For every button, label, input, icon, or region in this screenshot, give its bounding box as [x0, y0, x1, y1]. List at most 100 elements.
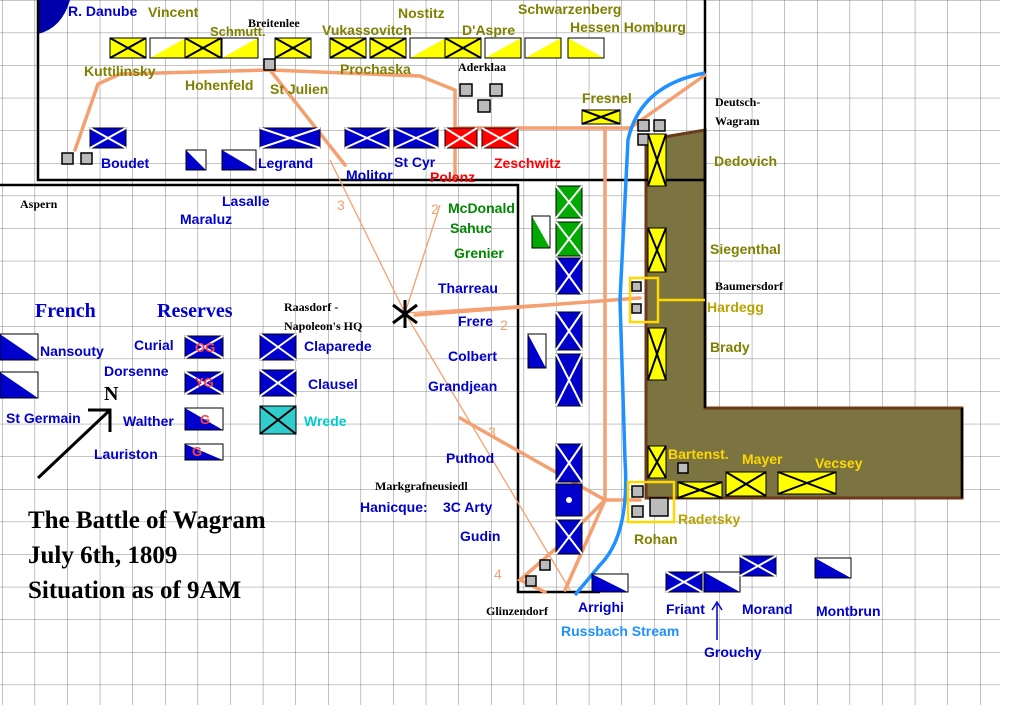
label-claparede: Claparede [304, 338, 372, 354]
napoleon-hq-marker [392, 300, 418, 328]
label-puthod: Puthod [446, 450, 494, 466]
label-hessen: Hessen Homburg [570, 19, 686, 35]
label-wrede: Wrede [304, 413, 347, 429]
corps-number-1: 3 [337, 197, 345, 213]
town-aspern: Aspern [20, 197, 58, 211]
french-unit-morand [739, 555, 777, 577]
label-brady: Brady [710, 339, 750, 355]
label-montbrun: Montbrun [816, 603, 881, 619]
label-frere: Frere [458, 313, 493, 329]
label-schwarzenberg: Schwarzenberg [518, 1, 621, 17]
french-unit-molitor-1 [344, 127, 390, 149]
map-title-line2: July 6th, 1809 [28, 542, 177, 569]
austrian-units [109, 37, 837, 499]
french-unit-nansouty-2 [0, 371, 39, 399]
guard-unit-walther [184, 407, 224, 431]
austrian-unit-top-1 [109, 37, 147, 59]
austrian-unit-fresnel [581, 109, 621, 125]
french-unit-arty [555, 483, 583, 517]
town-markgrafneusiedl: Markgrafneusiedl [375, 479, 468, 493]
label-nostitz: Nostitz [398, 5, 445, 21]
label-molitor: Molitor [346, 167, 393, 183]
french-unit-montbrun [814, 557, 852, 579]
french-unit-column-2 [555, 311, 583, 351]
french-units [0, 127, 852, 593]
corps-number-3: 2 [500, 317, 508, 333]
movement-lines [329, 159, 641, 591]
austrian-unit-mayer [725, 471, 767, 497]
label-gudin: Gudin [460, 528, 500, 544]
guard-unit-lauriston [184, 443, 224, 461]
label-arty: 3C Arty [443, 499, 492, 515]
corps-number-2: 2 [431, 201, 439, 217]
town-raasdorf-2: Napoleon's HQ [284, 319, 362, 333]
town-raasdorf-1: Raasdorf - [284, 300, 338, 314]
austrian-unit-top-3 [184, 37, 222, 59]
french-unit-friant-2 [703, 571, 741, 593]
label-arrighi: Arrighi [578, 599, 624, 615]
label-sahuc: Sahuc [450, 220, 492, 236]
austrian-unit-top-5 [274, 37, 312, 59]
label-clausel: Clausel [308, 376, 358, 392]
label-mcdonald: McDonald [448, 200, 515, 216]
baumersdorf-bracket [628, 276, 660, 324]
label-stjulien: St Julien [270, 81, 328, 97]
label-grenier: Grenier [454, 245, 504, 261]
austrian-unit-vecsey [777, 471, 837, 495]
label-tharreau: Tharreau [438, 280, 498, 296]
label-walther: Walther [123, 413, 174, 429]
label-friant: Friant [666, 601, 705, 617]
french-unit-claparede [259, 333, 297, 361]
french-unit-column-5 [555, 519, 583, 555]
austrian-unit-top-10 [484, 37, 522, 59]
label-polenz: Polenz [430, 169, 475, 185]
badge-g2: G [192, 444, 202, 459]
french-unit-legrand-1 [185, 149, 207, 171]
town-deutsch-wagram-2: Wagram [715, 114, 760, 128]
reserves-french: French [35, 300, 96, 322]
austrian-unit-top-8 [409, 37, 447, 59]
label-stgermain: St Germain [6, 410, 81, 426]
guard-unit-yg [184, 371, 224, 395]
label-radetsky: Radetsky [678, 511, 740, 527]
town-breitenlee: Breitenlee [248, 16, 300, 30]
reserves-reserves: Reserves [157, 300, 233, 322]
map-grid [0, 0, 1000, 705]
italy-unit-2 [531, 215, 551, 249]
label-vukassovitch: Vukassovitch [322, 22, 412, 38]
label-colbert: Colbert [448, 348, 497, 364]
french-unit-friant-1 [665, 571, 703, 593]
bavarian-unit-wrede [259, 405, 297, 435]
french-unit-colbert [527, 333, 547, 369]
french-unit-column-3 [555, 353, 583, 407]
badge-og: OG [195, 340, 215, 355]
label-prochaska: Prochaska [340, 61, 411, 77]
label-hardegg: Hardegg [707, 299, 764, 315]
french-unit-column-1 [555, 257, 583, 295]
label-legrand: Legrand [258, 155, 313, 171]
label-bartenst: Bartenst. [668, 446, 729, 462]
label-vecsey: Vecsey [815, 455, 863, 471]
austrian-unit-top-4 [221, 37, 259, 59]
north-arrow [36, 408, 112, 480]
label-nansouty: Nansouty [40, 343, 104, 359]
italy-unit-1 [555, 185, 583, 219]
label-rohan: Rohan [634, 531, 678, 547]
label-grandjean: Grandjean [428, 378, 497, 394]
label-maraluz: Maraluz [180, 211, 232, 227]
french-unit-legrand-3 [259, 127, 321, 149]
label-hanicque: Hanicque: [360, 499, 428, 515]
label-daspre: D'Aspre [462, 22, 515, 38]
austrian-unit-top-2 [149, 37, 187, 59]
saxon-unit-2 [481, 127, 519, 149]
french-unit-boudet [89, 127, 127, 149]
austrian-unit-heights-4 [647, 445, 667, 479]
label-schmutt: Schmutt. [210, 24, 266, 39]
map-title-line3: Situation as of 9AM [28, 577, 241, 604]
label-mayer: Mayer [742, 451, 783, 467]
north-label: N [104, 383, 119, 405]
austrian-unit-heights-2 [647, 227, 667, 273]
austrian-unit-top-6 [329, 37, 367, 59]
label-curial: Curial [134, 337, 174, 353]
